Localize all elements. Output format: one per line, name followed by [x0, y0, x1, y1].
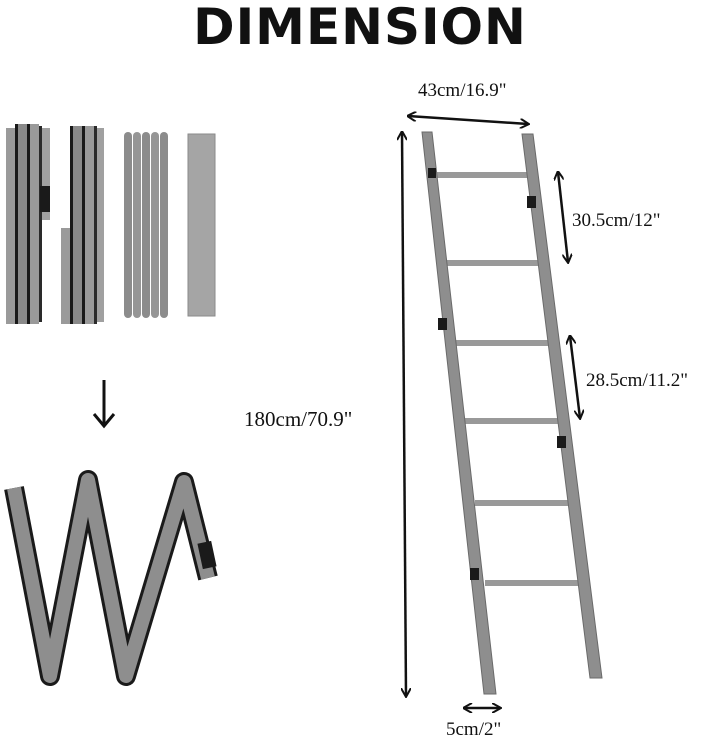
height-label: 180cm/70.9" [244, 407, 353, 431]
page-title: DIMENSION [193, 0, 527, 56]
top-gap-label: 30.5cm/12" [572, 210, 661, 231]
ladder-rungs [434, 172, 583, 586]
right-rail [521, 133, 603, 679]
top-gap-arrow [558, 172, 568, 262]
depth-label: 5cm/2" [446, 719, 502, 740]
left-rail [421, 131, 497, 695]
disassembled-parts [6, 124, 216, 324]
assembled-ladder [421, 131, 603, 695]
folded-ladder [4, 470, 218, 686]
mid-gap-arrow [570, 336, 580, 418]
ladder-hinges [428, 168, 566, 580]
down-arrow-icon [92, 380, 116, 429]
rail-bundle-middle [61, 126, 104, 324]
flat-board [187, 133, 216, 317]
mid-gap-label: 28.5cm/11.2" [586, 370, 689, 391]
height-arrow [402, 132, 406, 696]
width-label: 43cm/16.9" [418, 80, 507, 101]
width-arrow [408, 116, 528, 124]
dimension-arrows [402, 116, 580, 708]
rail-bundle-left [6, 124, 50, 324]
rung-bundle [124, 132, 168, 318]
